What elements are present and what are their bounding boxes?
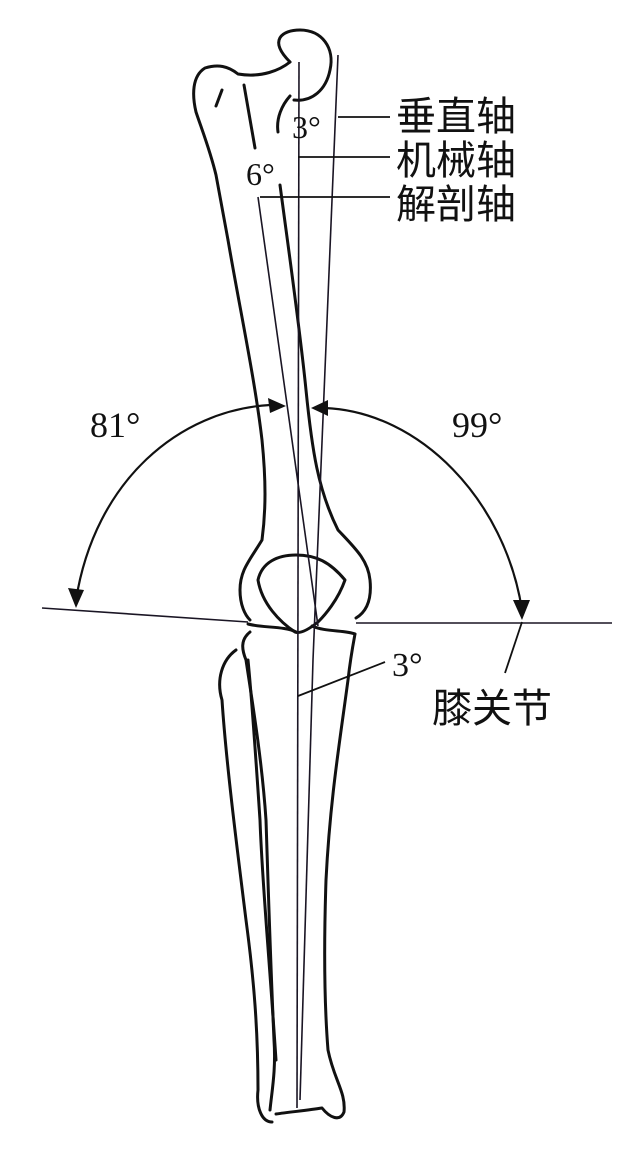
arrow-head	[311, 400, 328, 416]
lateral-angle-arc	[324, 406, 524, 611]
fibula	[218, 648, 278, 1124]
leader-lines	[260, 116, 523, 697]
label-knee-joint: 膝关节	[432, 686, 552, 732]
tibial-plateau	[246, 622, 357, 636]
knee-joint-leader	[504, 621, 523, 674]
label-anatomical-axis: 解剖轴	[396, 182, 516, 228]
intertrochanteric-line	[242, 83, 257, 150]
patella	[256, 553, 347, 634]
lesser-trochanter	[276, 94, 292, 134]
arrow-head	[68, 588, 84, 608]
femoral-head	[277, 28, 333, 102]
arrow-head	[513, 600, 530, 620]
anatomical-axis-line	[257, 196, 319, 627]
axis-lines	[41, 54, 612, 1109]
greater-trochanter	[192, 60, 292, 242]
tibia-lateral-edge	[241, 630, 277, 1112]
femur	[192, 28, 372, 634]
mechanical-axis-tibia	[299, 659, 314, 1101]
labels: 3° 6° 81° 99° 3° 垂直轴 机械轴 解剖轴 膝关节	[90, 94, 552, 732]
femur-lateral-shaft	[226, 238, 267, 622]
angle-arcs	[68, 398, 530, 620]
angle-label-femur: 6°	[246, 156, 275, 192]
trochanter-detail	[214, 88, 224, 108]
angle-label-tibia: 3°	[392, 647, 423, 684]
tibia-fibula	[218, 622, 357, 1124]
tibia-medial-edge	[274, 632, 357, 1120]
label-vertical-axis: 垂直轴	[396, 94, 516, 140]
medial-angle-arc	[74, 403, 271, 601]
vertical-axis-line	[296, 61, 300, 1109]
angle-label-hip: 3°	[292, 109, 321, 145]
label-mechanical-axis: 机械轴	[396, 138, 516, 184]
knee-joint-line-left	[41, 607, 249, 623]
angle-label-lateral: 99°	[452, 405, 502, 445]
arrow-head	[268, 398, 286, 413]
mechanical-axis-line	[312, 54, 339, 661]
tibia-3deg-leader	[297, 661, 386, 697]
angle-label-medial: 81°	[90, 405, 140, 445]
